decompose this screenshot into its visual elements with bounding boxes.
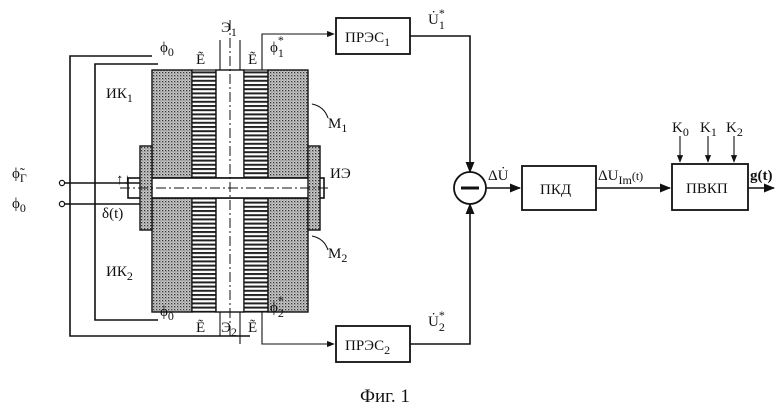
label-duim: ΔUIm(t) <box>598 168 643 187</box>
lead-phi2 <box>262 312 334 344</box>
label-output: g(t) <box>750 168 773 184</box>
lower-left-coil-block <box>152 198 192 312</box>
signal-chain: ПРЭС1 ПРЭС2 ПКД ПВКП <box>336 18 774 362</box>
label-du: ΔU̇ <box>488 167 509 184</box>
upper-right-coil-block <box>268 70 308 178</box>
label-phi1: ϕ*1 <box>270 33 284 60</box>
u1-wire <box>410 36 470 172</box>
upper-left-electrode-field <box>192 70 216 178</box>
lower-right-coil-block <box>268 198 308 312</box>
pkd-label: ПКД <box>540 182 571 198</box>
label-ik2: ИК2 <box>106 264 133 283</box>
label-e-top-right: Ẽ <box>248 52 257 68</box>
label-e1: Э1 <box>221 20 237 39</box>
label-u1: U̇*1 <box>428 6 445 32</box>
lower-right-electrode-field <box>244 198 268 312</box>
figure-caption: Фиг. 1 <box>360 386 410 407</box>
pvkp-label: ПВКП <box>686 181 728 197</box>
label-ie: ИЭ <box>330 166 351 182</box>
input-phiG-terminal <box>59 180 64 185</box>
label-m2: М2 <box>328 246 347 265</box>
label-phi-g-input: ϕ̃Г <box>12 166 27 185</box>
m1-leader <box>312 104 328 118</box>
label-displacement-arrows: ↑↓ <box>116 172 131 188</box>
input-phi0-terminal <box>59 201 64 206</box>
upper-right-electrode-field <box>244 70 268 178</box>
label-phi0-input: ϕ0 <box>12 196 26 215</box>
label-e-top-left: Ẽ <box>196 52 205 68</box>
lower-left-electrode-field <box>192 198 216 312</box>
m2-leader <box>312 236 328 250</box>
label-m1: М1 <box>328 116 347 135</box>
upper-left-coil-block <box>152 70 192 178</box>
label-e-bottom-right: Ẽ <box>248 320 257 336</box>
label-phi0-top: ϕ0 <box>160 40 174 59</box>
label-e-bottom-left: Ẽ <box>196 320 205 336</box>
sensor-assembly <box>59 20 334 344</box>
label-ik1: ИК1 <box>106 86 133 105</box>
label-delta: δ(t) <box>102 206 123 222</box>
label-u2: U̇*2 <box>428 308 445 334</box>
